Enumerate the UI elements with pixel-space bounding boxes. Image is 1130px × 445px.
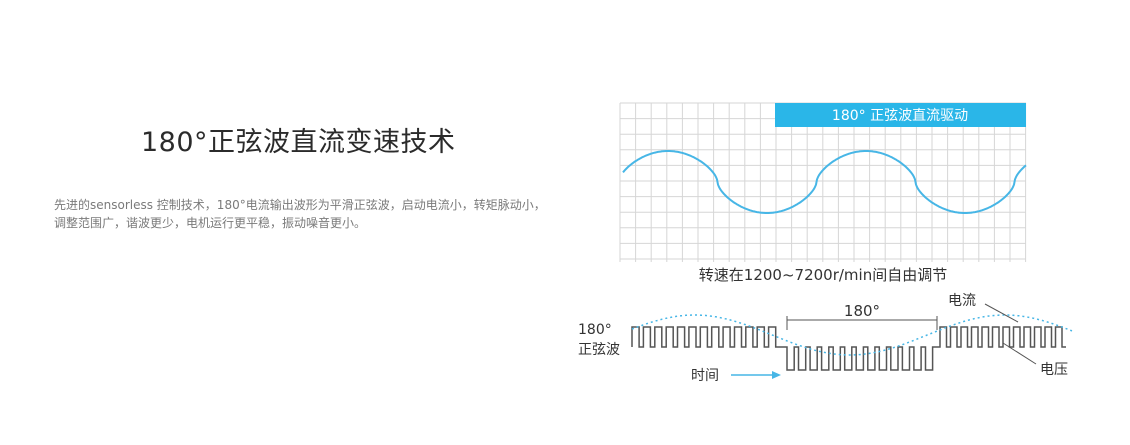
- label-sine-wave: 正弦波: [578, 342, 620, 358]
- speed-range-caption: 转速在1200~7200r/min间自由调节: [699, 266, 947, 284]
- chart-grid: [619, 102, 1027, 262]
- drive-banner: [775, 103, 1026, 127]
- feature-description: 先进的sensorless 控制技术，180°电流输出波形为平滑正弦波，启动电流…: [54, 198, 546, 230]
- current-leader-line: [984, 303, 1019, 323]
- time-label: 时间: [691, 368, 719, 384]
- span-label: 180°: [844, 302, 880, 320]
- time-arrow-head: [772, 371, 781, 379]
- voltage-leader-line: [1002, 342, 1037, 365]
- pwm-chart: 180° 正弦波 180° 电流 电压 时间: [578, 293, 1073, 384]
- label-180-degree: 180°: [578, 322, 612, 338]
- page-title: 180°正弦波直流变速技术: [141, 127, 456, 158]
- sine-drive-chart: 180° 正弦波直流驱动 转速在1200~7200r/min间自由调节: [619, 102, 1027, 284]
- pwm-voltage-wave: [631, 326, 1066, 371]
- sine-wave-curve: [622, 150, 1027, 214]
- voltage-label: 电压: [1040, 362, 1068, 378]
- drive-banner-label: 180° 正弦波直流驱动: [832, 107, 968, 124]
- current-sine-wave: [631, 314, 1073, 356]
- current-label: 电流: [948, 293, 976, 309]
